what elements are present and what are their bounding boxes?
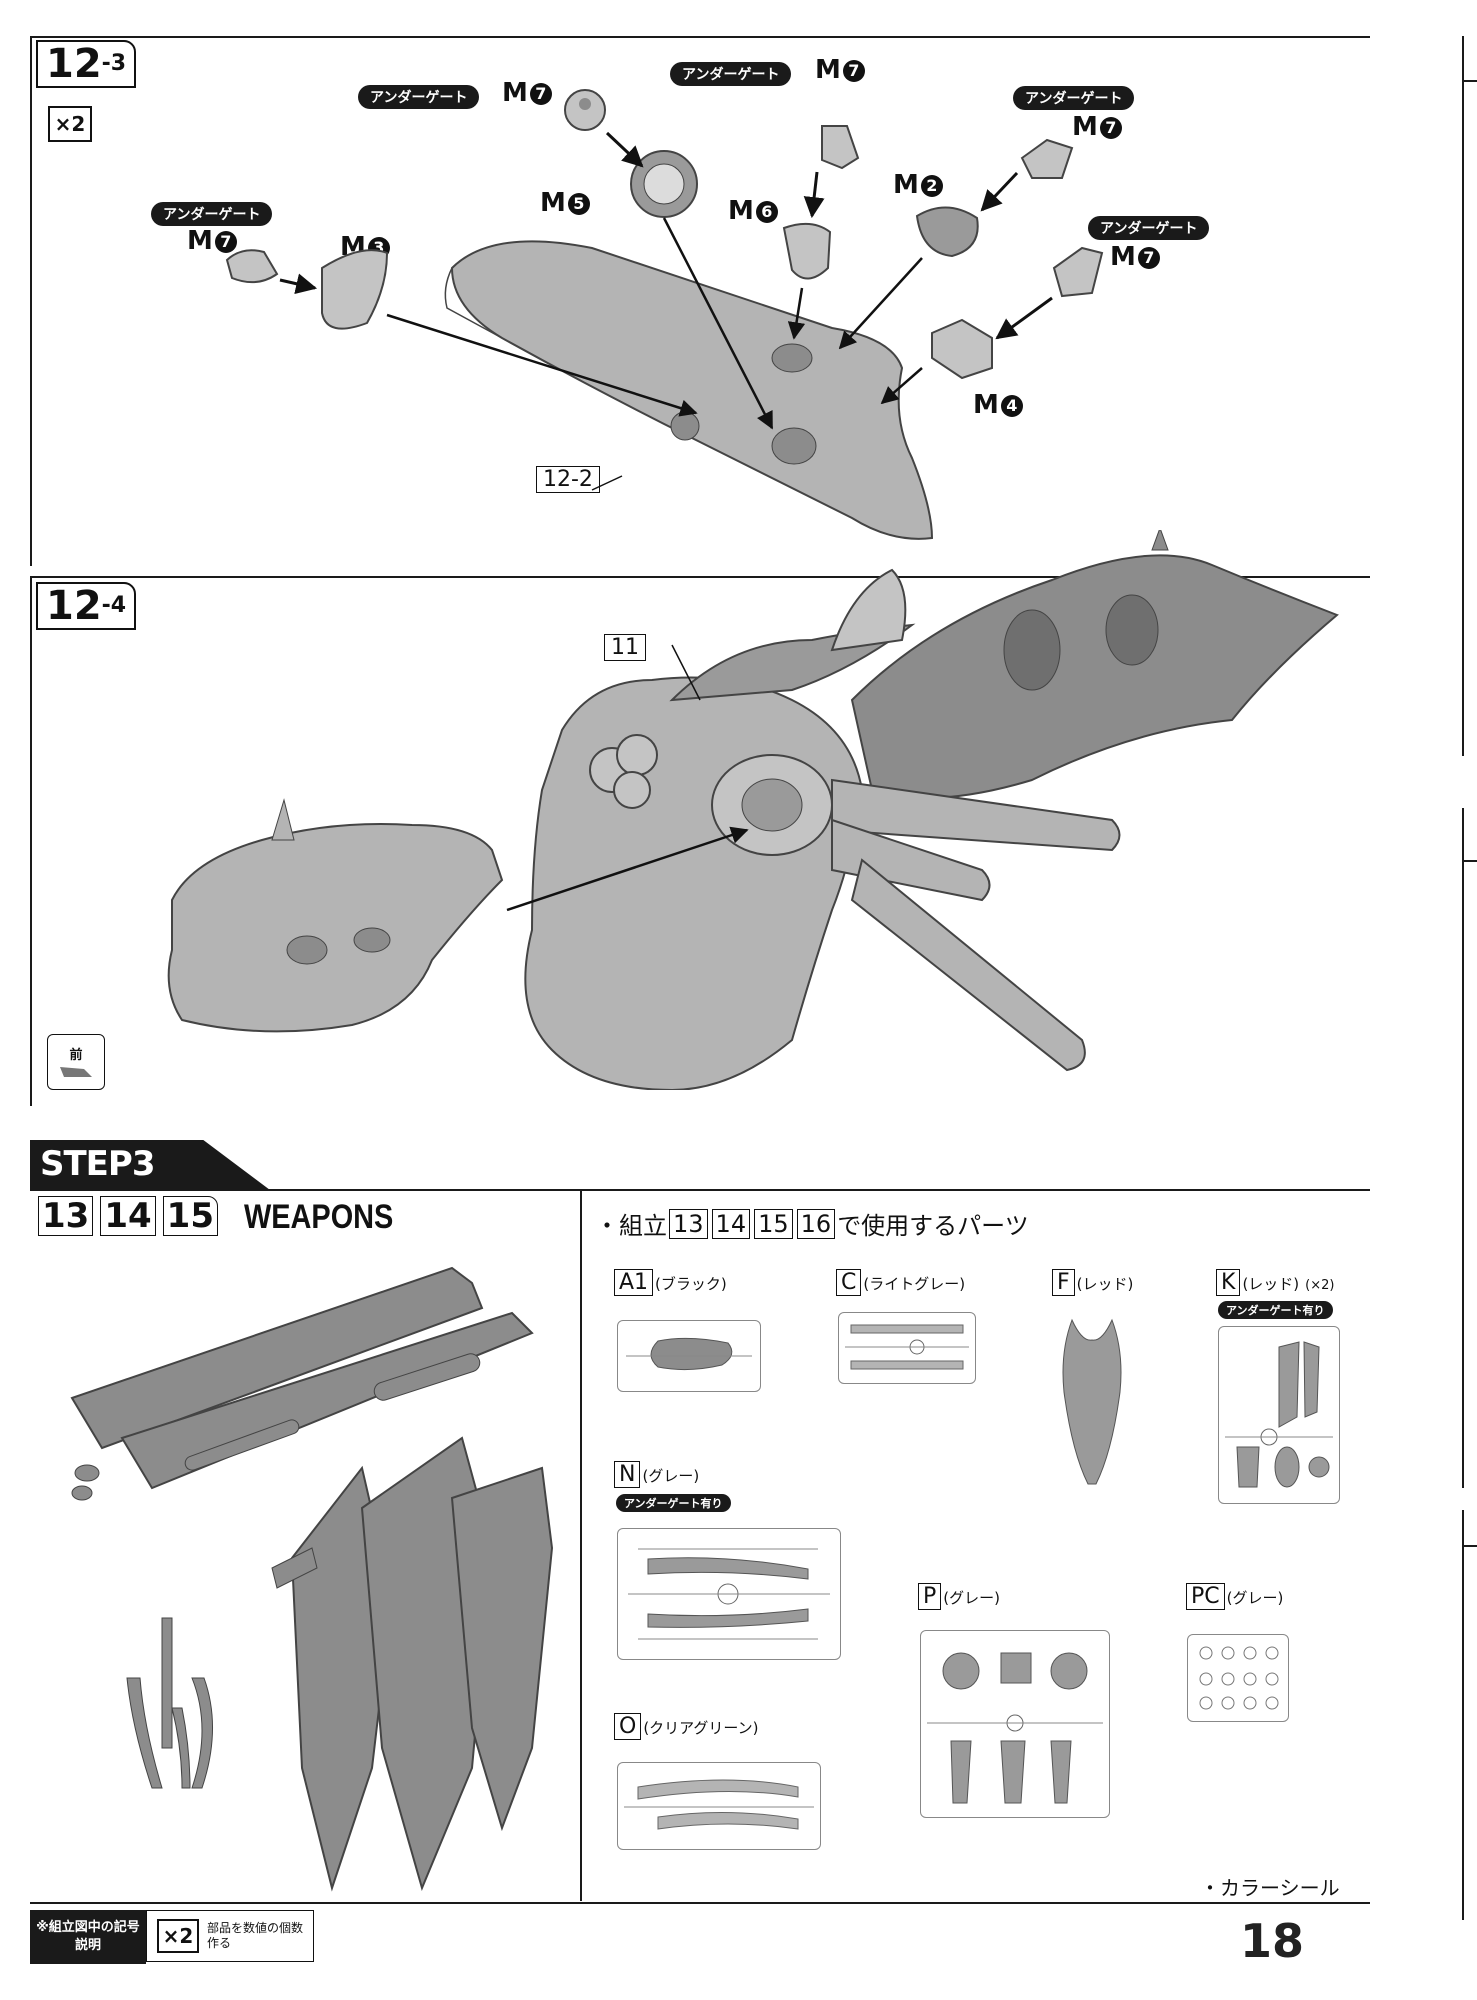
- step3-banner: STEP3: [30, 1130, 280, 1190]
- multiplier-text: ×2: [54, 112, 86, 136]
- detached-arm: [167, 823, 504, 1033]
- frame-divider-2: [30, 1189, 1370, 1191]
- legend-text: 部品を数値の個数作る: [207, 1921, 304, 1950]
- right-edge-line-3: [1462, 1510, 1464, 1920]
- assembly-15: 15: [754, 1208, 793, 1239]
- part-m7-c: [1020, 138, 1074, 179]
- step-12-4-illustration: [167, 530, 1339, 1090]
- step-12-3-number: 12-3: [36, 40, 137, 88]
- torso: [524, 676, 864, 1090]
- runner-k: [1218, 1326, 1340, 1504]
- runner-pc: [1187, 1634, 1289, 1722]
- frame-mid-vertical: [580, 1189, 582, 1901]
- parts-list-heading: ・組立 13 14 15 16 で使用するパーツ: [595, 1208, 1029, 1240]
- legend-box: ×2 部品を数値の個数作る: [146, 1910, 314, 1962]
- right-edge-tick-1: [1462, 80, 1477, 82]
- step-number: 12: [46, 583, 102, 629]
- runner-f-label: F(レッド): [1052, 1269, 1133, 1296]
- step-13: 13: [38, 1196, 94, 1236]
- frame-divider-1: [30, 576, 1370, 578]
- step3-banner-shape: [30, 1130, 270, 1190]
- runner-n-gate-tag: アンダーゲート有り: [616, 1494, 731, 1512]
- part-m2: [915, 206, 979, 258]
- cannon-1: [831, 778, 1121, 852]
- runner-a1: [617, 1320, 761, 1392]
- assembly-16: 16: [796, 1208, 836, 1239]
- weapons-heading: WEAPONS: [244, 1198, 394, 1236]
- gate-label-1: アンダーゲート: [358, 85, 480, 109]
- step-14: 14: [100, 1196, 156, 1236]
- right-edge-line: [1462, 36, 1464, 756]
- cannon-3: [850, 858, 1086, 1072]
- runner-c: [838, 1312, 976, 1384]
- part-m3: [321, 249, 389, 330]
- weapons-illustration: [70, 1266, 554, 1892]
- runner-n: [617, 1528, 841, 1660]
- part-m7-b: [821, 125, 860, 170]
- part-m4: [931, 318, 993, 380]
- frame-top-line: [30, 36, 1370, 38]
- step-15: 15: [162, 1196, 218, 1236]
- step-number: 12: [46, 41, 102, 87]
- runner-f: [1052, 1312, 1132, 1496]
- runner-p-label: P(グレー): [918, 1583, 1000, 1610]
- right-edge-line-2: [1462, 808, 1464, 1488]
- frame-left-line-1: [30, 36, 32, 566]
- gate-label-3: アンダーゲート: [1013, 86, 1135, 110]
- runner-k-label: K(レッド)(×2): [1216, 1269, 1334, 1296]
- step3-numbers: 13 14 15: [36, 1196, 220, 1236]
- right-edge-tick-3: [1462, 1545, 1477, 1547]
- legend-multiplier-icon: ×2: [157, 1919, 199, 1953]
- arm-part-body: [450, 240, 934, 540]
- front-direction-icon: 前: [47, 1034, 105, 1090]
- gate-label-4: アンダーゲート: [151, 202, 273, 226]
- gate-label-2: アンダーゲート: [670, 62, 792, 86]
- step-sub: -4: [101, 593, 127, 618]
- rifle-upper: [70, 1266, 484, 1450]
- runner-p: [920, 1630, 1110, 1818]
- step3-title: STEP3: [40, 1144, 155, 1184]
- part-m7-d: [225, 249, 279, 284]
- ref-12-2: 12-2: [536, 466, 600, 493]
- runner-o: [617, 1762, 821, 1850]
- runner-o-label: O(クリアグリーン): [614, 1713, 759, 1740]
- color-seal-label: ・カラーシール: [1200, 1876, 1340, 1900]
- runner-n-label: N(グレー): [614, 1461, 699, 1488]
- gate-label-5: アンダーゲート: [1088, 216, 1210, 240]
- step-12-4-number: 12-4: [36, 582, 137, 630]
- assembly-14: 14: [711, 1208, 751, 1239]
- part-m7-e: [1052, 246, 1104, 298]
- frame-bottom-line: [30, 1902, 1370, 1904]
- part-m6: [782, 222, 832, 280]
- right-edge-tick-2: [1462, 860, 1477, 862]
- runner-c-label: C(ライトグレー): [836, 1269, 965, 1296]
- legend-title: ※組立図中の記号説明: [30, 1910, 146, 1964]
- step-sub: -3: [101, 51, 127, 76]
- assembly-13: 13: [669, 1208, 708, 1239]
- page-number: 18: [1240, 1914, 1305, 1968]
- mounted-arm: [850, 554, 1339, 799]
- step-12-3-illustration: [225, 89, 1104, 540]
- runner-pc-label: PC(グレー): [1186, 1583, 1283, 1610]
- claw-piece: [161, 1617, 173, 1749]
- ref-11: 11: [604, 634, 646, 661]
- shield-3: [450, 1466, 554, 1832]
- runner-k-gate-tag: アンダーゲート有り: [1218, 1301, 1333, 1319]
- frame-left-line-2: [30, 576, 32, 1106]
- multiplier-badge: ×2: [48, 106, 92, 142]
- runner-a1-label: A1(ブラック): [614, 1269, 727, 1296]
- cannon-2: [831, 818, 991, 902]
